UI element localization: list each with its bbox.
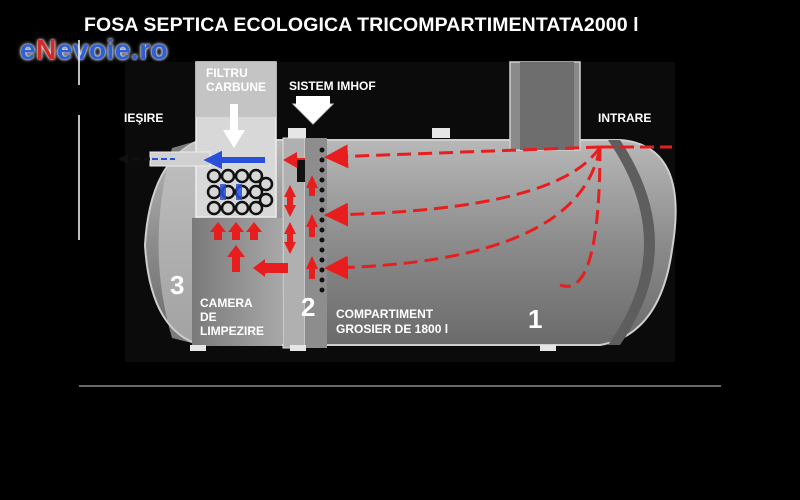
- tank-right-cap: [608, 140, 655, 345]
- filter-down-arrow-icon: [223, 104, 245, 148]
- outlet-label: IEŞIRE: [124, 111, 164, 125]
- filter-blue-flow: [220, 184, 242, 200]
- tank-foot-2: [290, 345, 306, 351]
- filter-label-line1: FILTRU: [206, 66, 248, 80]
- compartment-number-3: 3: [170, 270, 185, 300]
- imhoff-cap: [288, 128, 306, 138]
- compartment-number-2: 2: [301, 292, 316, 322]
- tank-left-cap: [158, 140, 200, 345]
- filter-label: FILTRU CARBUNE: [206, 66, 266, 94]
- clean-outflow-arrow-icon: [203, 150, 265, 170]
- compartment-line1: COMPARTIMENT: [336, 307, 434, 321]
- outlet-pipe: [149, 151, 211, 167]
- logo-prefix: e: [20, 34, 37, 65]
- imhoff-arrow-stem: [296, 96, 330, 106]
- imhoff-flow-arrows: [283, 152, 318, 279]
- logo-rest: evoie.ro: [56, 34, 169, 65]
- imhoff-black-bar: [297, 160, 305, 182]
- filter-label-line2: CARBUNE: [206, 80, 266, 94]
- site-logo[interactable]: eNevoie.ro: [20, 34, 168, 66]
- compartment-number-1: 1: [528, 304, 543, 334]
- inlet-label: INTRARE: [598, 111, 652, 125]
- camera-line3: LIMPEZIRE: [200, 324, 265, 338]
- camera-line2: DE: [200, 310, 217, 324]
- diagram-title: FOSA SEPTICA ECOLOGICA TRICOMPARTIMENTAT…: [84, 14, 639, 36]
- clarifier-flow-arrows: [210, 222, 288, 277]
- tank-foot-1: [190, 345, 206, 351]
- outlet-arrow-icon: [118, 154, 128, 164]
- compartment-line2: GROSIER DE 1800 l: [336, 322, 449, 336]
- tank-foot-3: [540, 345, 556, 351]
- tank-cap-right: [432, 128, 450, 138]
- inlet-riser-inner: [520, 62, 574, 150]
- camera-line1: CAMERA: [200, 296, 253, 310]
- compartment-label: COMPARTIMENT GROSIER DE 1800 l: [336, 307, 448, 337]
- imhoff-dots: [319, 147, 325, 293]
- clarifying-chamber-label: CAMERA DE LIMPEZIRE: [200, 296, 264, 338]
- inflow-dashed-lines: [324, 144, 602, 288]
- logo-highlight: N: [36, 34, 57, 65]
- imhoff-label: SISTEM IMHOF: [289, 79, 376, 93]
